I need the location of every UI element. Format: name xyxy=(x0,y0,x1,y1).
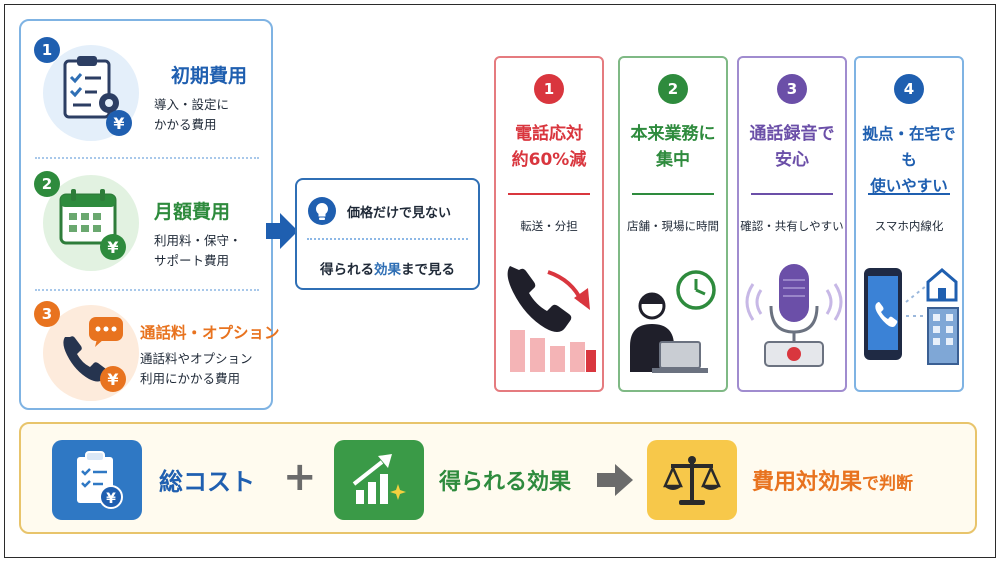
benefit-title: 電話応対 約60%減 xyxy=(511,124,587,170)
growth-chart-icon xyxy=(334,440,424,520)
clipboard-gear-icon: ¥ xyxy=(43,45,139,141)
person-laptop-clock-icon xyxy=(630,270,716,373)
callout-box: 価格だけで見ない 得られる効果まで見る xyxy=(295,178,480,290)
microphone-record-icon xyxy=(745,264,843,367)
cost-item-call-fees: 3 ¥ 通話料・オプション 通話料やオプション 利用にかかる費用 xyxy=(21,287,280,411)
svg-text:¥: ¥ xyxy=(106,491,116,507)
cost-title: 月額費用 xyxy=(154,201,231,223)
phone-decline-chart-icon xyxy=(507,266,596,372)
number-badge: 1 xyxy=(534,74,564,104)
number-badge: 4 xyxy=(894,74,924,104)
benefit-sub: 確認・共有しやすい xyxy=(740,219,844,233)
plus-sign: + xyxy=(283,454,317,500)
title-underline xyxy=(632,193,714,195)
divider xyxy=(35,289,259,291)
number-badge: 2 xyxy=(658,74,688,104)
benefit-card-3: 3 通話録音で 安心 確認・共有しやすい xyxy=(737,56,847,392)
smartphone-home-office-icon xyxy=(864,268,959,365)
clipboard-yen-icon: ¥ xyxy=(52,440,142,520)
cost-title: 通話料・オプション xyxy=(140,324,280,342)
phone-chat-yen-icon: ¥ xyxy=(43,305,139,401)
number-badge: 2 xyxy=(34,171,60,197)
svg-text:¥: ¥ xyxy=(107,238,118,257)
title-underline xyxy=(508,193,590,195)
callout-bottom-post: まで見る xyxy=(401,262,455,278)
benefit-sub: 転送・分担 xyxy=(520,219,578,233)
calendar-yen-icon: ¥ xyxy=(43,175,139,271)
balance-scale-icon xyxy=(647,440,737,520)
arrow-right-icon xyxy=(266,213,298,249)
title-underline xyxy=(868,193,950,195)
svg-text:¥: ¥ xyxy=(107,370,118,389)
callout-top: 価格だけで見ない xyxy=(307,196,451,226)
cost-item-initial: 1 ¥ 初期費用 導入・設定に かかる費用 xyxy=(21,21,271,145)
summary-panel: ¥ 総コスト + 得られる効果 費用対効果で判断 xyxy=(19,422,977,534)
summary-total-cost: 総コスト xyxy=(159,468,255,496)
summary-judgement: 費用対効果で判断 xyxy=(752,464,913,496)
cost-title: 初期費用 xyxy=(171,65,248,87)
benefit-title: 拠点・在宅でも 使いやすい xyxy=(862,125,956,195)
number-badge: 1 xyxy=(34,37,60,63)
cost-desc: 導入・設定に かかる費用 xyxy=(154,97,230,132)
summary-judgement-tail: で判断 xyxy=(862,474,914,494)
benefit-card-1: 1 電話応対 約60%減 転送・分担 xyxy=(494,56,604,392)
cost-panel: 1 ¥ 初期費用 導入・設定に かかる費用 2 xyxy=(19,19,280,411)
summary-effect: 得られる効果 xyxy=(439,470,572,495)
callout-bottom-highlight: 効果 xyxy=(374,262,401,278)
callout-bottom-text: 得られる効果まで見る xyxy=(297,258,478,278)
benefit-title: 本来業務に 集中 xyxy=(630,124,716,170)
benefit-card-4: 4 拠点・在宅でも 使いやすい スマホ内線化 xyxy=(854,56,964,392)
arrow-right-icon xyxy=(597,464,633,496)
divider xyxy=(35,157,259,159)
number-badge: 3 xyxy=(34,301,60,327)
slide-frame xyxy=(4,4,996,558)
divider xyxy=(307,238,468,240)
benefit-sub: スマホ内線化 xyxy=(874,219,944,233)
lightbulb-icon xyxy=(308,197,336,225)
callout-bottom-pre: 得られる xyxy=(320,262,374,278)
summary-judgement-main: 費用対効果 xyxy=(752,470,863,495)
cost-desc: 利用料・保守・ サポート費用 xyxy=(154,233,242,268)
benefit-sub: 店舗・現場に時間 xyxy=(627,219,719,233)
title-underline xyxy=(751,193,833,195)
number-badge: 3 xyxy=(777,74,807,104)
callout-top-text: 価格だけで見ない xyxy=(347,205,452,221)
cost-item-monthly: 2 ¥ 月額費用 利用料・保守・ サポート費用 xyxy=(21,157,271,281)
benefit-card-2: 2 本来業務に 集中 店舗・現場に時間 xyxy=(618,56,728,392)
cost-desc: 通話料やオプション 利用にかかる費用 xyxy=(140,351,253,386)
benefit-title: 通話録音で 安心 xyxy=(749,124,835,170)
svg-text:¥: ¥ xyxy=(113,114,124,133)
